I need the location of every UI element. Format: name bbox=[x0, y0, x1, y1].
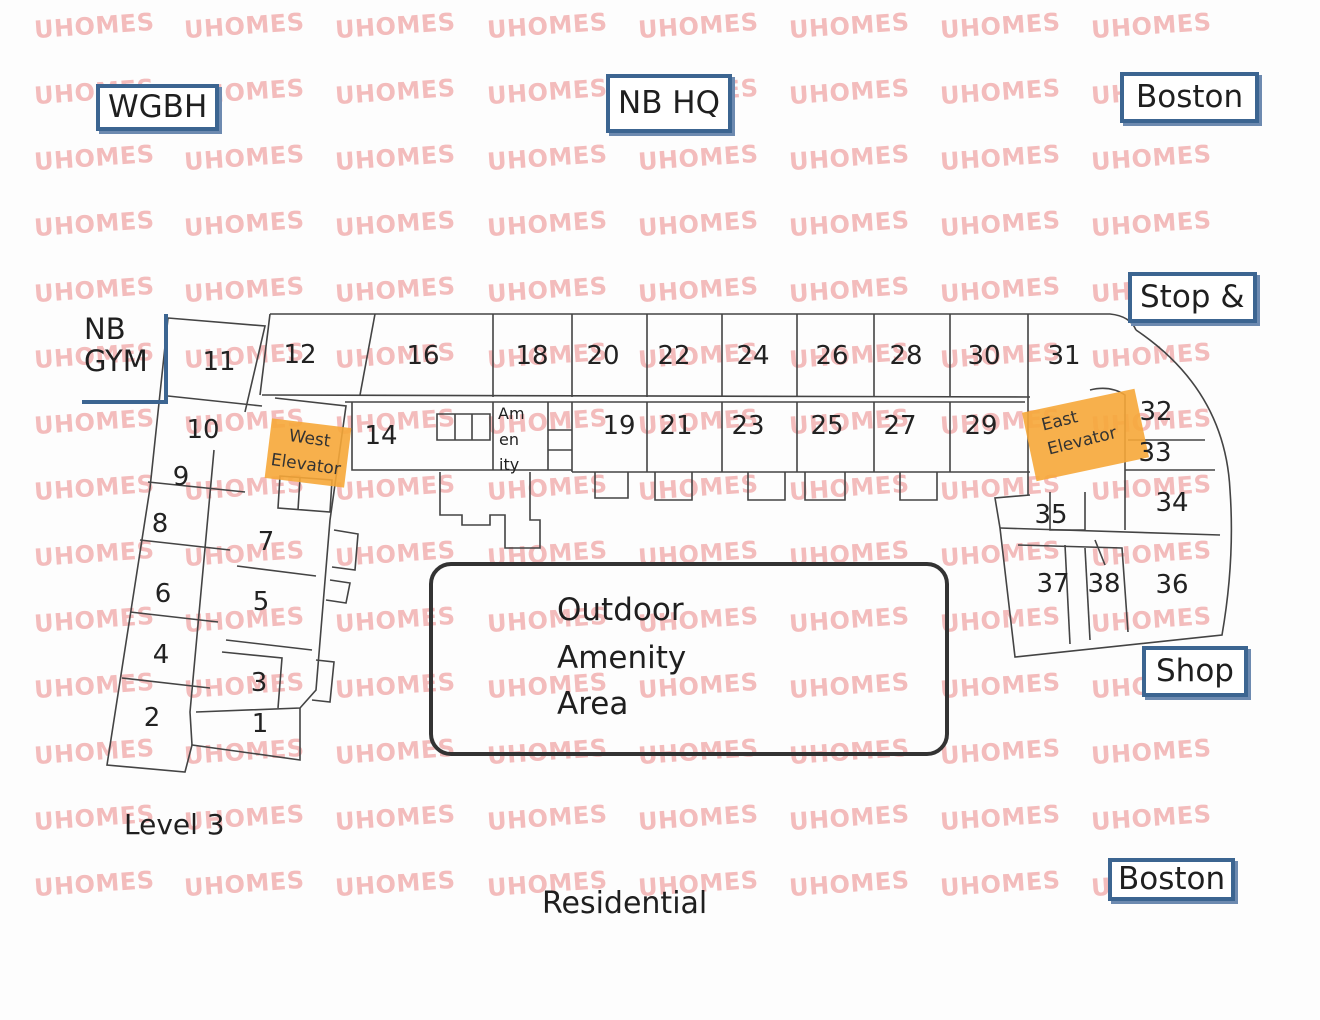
residential-label: Residential bbox=[542, 886, 708, 921]
unit-number: 7 bbox=[257, 527, 275, 557]
unit-number: 1 bbox=[251, 709, 269, 739]
unit-number: 3 bbox=[250, 668, 268, 698]
unit-number: 2 bbox=[143, 703, 161, 733]
unit-number: 27 bbox=[883, 411, 917, 441]
outdoor-amenity-label-3: Area bbox=[557, 686, 629, 722]
unit-number: 30 bbox=[967, 341, 1001, 371]
unit-number: 4 bbox=[152, 640, 170, 670]
unit-number: 19 bbox=[602, 411, 636, 441]
unit-number: 24 bbox=[736, 341, 770, 371]
amenity-room-label-3: ity bbox=[499, 455, 520, 474]
unit-number: 38 bbox=[1087, 569, 1121, 599]
unit-number: 20 bbox=[586, 341, 620, 371]
unit-number: 26 bbox=[815, 341, 849, 371]
unit-number: 23 bbox=[731, 411, 765, 441]
unit-number: 37 bbox=[1036, 569, 1070, 599]
unit-number: 32 bbox=[1139, 397, 1173, 427]
outdoor-amenity-area bbox=[429, 562, 949, 756]
unit-number: 33 bbox=[1138, 438, 1172, 468]
unit-number: 12 bbox=[283, 340, 317, 370]
amenity-room-label-2: en bbox=[499, 430, 519, 449]
unit-number: 35 bbox=[1034, 500, 1068, 530]
unit-number: 9 bbox=[172, 462, 190, 492]
unit-number: 16 bbox=[406, 341, 440, 371]
landmark-boston-top: Boston bbox=[1120, 72, 1260, 123]
nb-gym-line-1: NB bbox=[84, 312, 126, 346]
unit-number: 10 bbox=[186, 415, 220, 445]
unit-number: 29 bbox=[964, 411, 998, 441]
unit-number: 11 bbox=[202, 347, 236, 377]
level-label: Level 3 bbox=[124, 808, 225, 841]
nb-gym-line-2: GYM bbox=[84, 343, 148, 378]
unit-number: 18 bbox=[515, 341, 549, 371]
landmark-stop-and: Stop & bbox=[1128, 272, 1257, 323]
unit-number: 25 bbox=[810, 411, 844, 441]
unit-number: 8 bbox=[151, 509, 169, 539]
nb-gym-frame bbox=[82, 314, 168, 404]
landmark-nb-hq: NB HQ bbox=[606, 74, 733, 133]
unit-number: 14 bbox=[364, 421, 398, 451]
unit-number: 22 bbox=[657, 341, 691, 371]
landmark-nb-gym: NB GYM bbox=[84, 312, 168, 402]
outdoor-amenity-label-2: Amenity bbox=[557, 640, 687, 676]
landmark-wgbh: WGBH bbox=[96, 84, 220, 131]
unit-number: 5 bbox=[252, 587, 270, 617]
unit-number: 31 bbox=[1047, 341, 1081, 371]
outdoor-amenity-label-1: Outdoor bbox=[557, 592, 684, 628]
unit-number: 36 bbox=[1155, 570, 1189, 600]
landmark-shop: Shop bbox=[1142, 646, 1248, 697]
unit-number: 34 bbox=[1155, 488, 1189, 518]
unit-number: 6 bbox=[154, 579, 172, 609]
unit-number: 21 bbox=[659, 411, 693, 441]
landmark-boston-bottom: Boston bbox=[1108, 858, 1236, 901]
amenity-room-label-1: Am bbox=[498, 404, 525, 423]
unit-number: 28 bbox=[889, 341, 923, 371]
